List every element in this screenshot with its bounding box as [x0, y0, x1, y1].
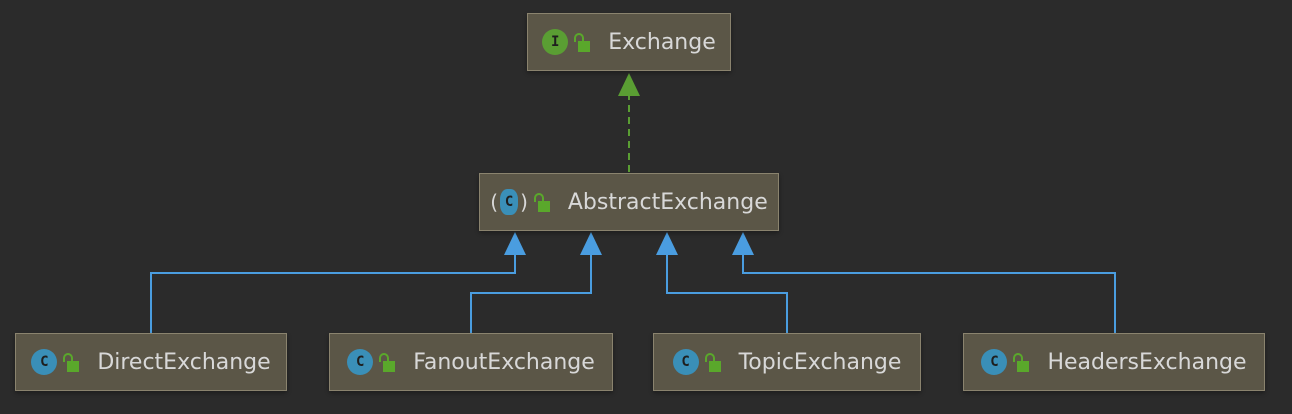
lock-open-icon	[63, 352, 80, 372]
node-label: AbstractExchange	[567, 189, 768, 215]
arrowhead-headers-icon	[732, 232, 754, 255]
class-icon: C	[981, 349, 1008, 375]
edge-headers-to-abstract	[742, 255, 1116, 333]
node-abstract-exchange[interactable]: ( C ) AbstractExchange	[479, 173, 779, 231]
arrowhead-direct-icon	[504, 232, 526, 255]
arrowhead-fanout-icon	[580, 232, 602, 255]
edge-direct-to-abstract	[150, 255, 516, 333]
node-label: HeadersExchange	[1047, 349, 1247, 375]
arrowhead-topic-icon	[656, 232, 678, 255]
lock-open-icon	[533, 192, 550, 212]
node-fanout-exchange[interactable]: C FanoutExchange	[329, 333, 613, 391]
interface-icon: I	[542, 29, 569, 55]
class-icon: C	[31, 349, 58, 375]
node-direct-exchange[interactable]: C DirectExchange	[15, 333, 287, 391]
node-label: DirectExchange	[97, 349, 271, 375]
lock-open-icon	[574, 32, 591, 52]
lock-open-icon	[704, 352, 721, 372]
node-label: Exchange	[608, 29, 716, 55]
edge-fanout-to-abstract	[470, 255, 592, 333]
lock-open-icon	[1013, 352, 1030, 372]
arrowhead-implements-icon	[618, 73, 640, 96]
node-label: TopicExchange	[738, 349, 902, 375]
node-headers-exchange[interactable]: C HeadersExchange	[963, 333, 1265, 391]
edge-topic-to-abstract	[666, 255, 788, 333]
node-topic-exchange[interactable]: C TopicExchange	[653, 333, 921, 391]
class-icon: C	[672, 349, 699, 375]
lock-open-icon	[379, 352, 396, 372]
abstract-bracket-left: (	[490, 190, 499, 214]
abstract-class-icon: C	[500, 189, 519, 215]
class-icon: C	[347, 349, 374, 375]
abstract-bracket-right: )	[520, 190, 528, 214]
node-exchange[interactable]: I Exchange	[527, 13, 731, 71]
node-label: FanoutExchange	[413, 349, 595, 375]
